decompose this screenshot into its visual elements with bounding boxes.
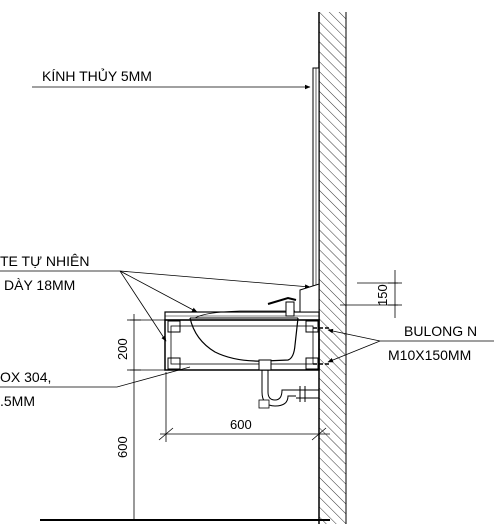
glass-mirror: [312, 67, 320, 289]
stone-countertop: [164, 283, 320, 321]
sink-bowl: [189, 310, 299, 362]
inox-label-line1: OX 304,: [0, 369, 51, 385]
bolt-label-line2: M10X150MM: [388, 347, 471, 363]
drain-pipe: [258, 359, 319, 409]
inox-label-line2: .5MM: [0, 393, 35, 409]
dim-150: 150: [375, 284, 390, 306]
dim-600-width: 600: [230, 417, 252, 432]
dim-200: 200: [115, 338, 130, 360]
wall: [318, 12, 347, 524]
dimension-lines: [127, 270, 402, 521]
stone-label-line2: DÀY 18MM: [4, 277, 75, 293]
faucet: [267, 296, 297, 317]
dim-600-height: 600: [115, 436, 130, 458]
inox-frame: [164, 319, 320, 371]
stone-label-line1: TE TỰ NHIÊN: [0, 253, 89, 269]
bolt-label-line1: BULONG N: [404, 323, 477, 339]
glass-label: KÍNH THỦY 5MM: [42, 67, 152, 84]
leader-lines: [0, 84, 494, 388]
wall-bolts: [313, 327, 330, 365]
